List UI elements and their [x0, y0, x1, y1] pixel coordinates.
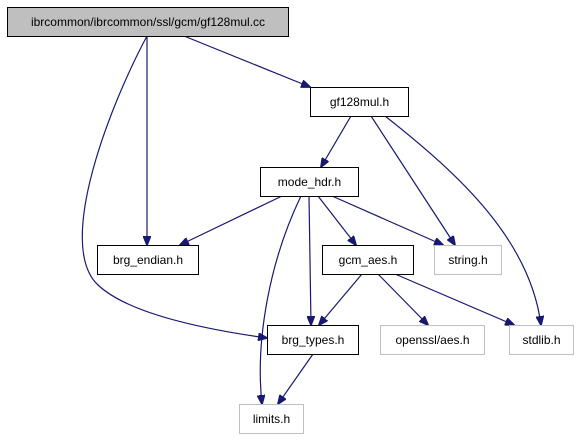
edge-mode-hdr-h-to-brg-endian-h: [180, 195, 283, 245]
edge-gf128mul-cc-to-brg-types-h: [81, 35, 267, 338]
node-label-limits-h: limits.h: [253, 412, 290, 426]
node-label-gcm-aes-h: gcm_aes.h: [339, 253, 398, 267]
edge-gcm-aes-h-to-stdlib-h: [394, 273, 514, 325]
node-mode-hdr-h[interactable]: mode_hdr.h: [260, 167, 359, 197]
edge-gf128mul-h-to-stdlib-h: [384, 115, 541, 325]
node-stdlib-h: stdlib.h: [509, 325, 574, 355]
edge-mode-hdr-h-to-limits-h: [260, 195, 302, 404]
node-limits-h: limits.h: [239, 404, 304, 434]
edge-gf128mul-h-to-mode-hdr-h: [321, 115, 352, 167]
edge-gf128mul-cc-to-gf128mul-h: [183, 35, 310, 87]
edge-gcm-aes-h-to-brg-types-h: [319, 273, 363, 325]
node-label-brg-types-h: brg_types.h: [282, 333, 345, 347]
node-brg-endian-h[interactable]: brg_endian.h: [97, 245, 199, 275]
node-label-gf128mul-h: gf128mul.h: [330, 95, 389, 109]
edge-mode-hdr-h-to-string-h: [331, 195, 443, 245]
node-label-gf128mul-cc: ibrcommon/ibrcommon/ssl/gcm/gf128mul.cc: [31, 15, 265, 29]
node-gcm-aes-h[interactable]: gcm_aes.h: [322, 245, 414, 275]
node-box-brg-types-h: [267, 325, 359, 355]
node-gf128mul-cc[interactable]: ibrcommon/ibrcommon/ssl/gcm/gf128mul.cc: [7, 7, 289, 37]
node-label-stdlib-h: stdlib.h: [522, 333, 560, 347]
node-box-stdlib-h: [509, 325, 574, 355]
node-box-gf128mul-h: [310, 87, 409, 117]
nodes-layer: ibrcommon/ibrcommon/ssl/gcm/gf128mul.cc g…: [7, 7, 574, 434]
node-box-gcm-aes-h: [322, 245, 414, 275]
node-brg-types-h[interactable]: brg_types.h: [267, 325, 359, 355]
node-box-mode-hdr-h: [260, 167, 359, 197]
node-label-openssl-aes-h: openssl/aes.h: [395, 333, 469, 347]
node-openssl-aes-h: openssl/aes.h: [380, 325, 485, 355]
edge-gcm-aes-h-to-openssl-aes-h: [377, 273, 428, 325]
node-label-string-h: string.h: [448, 253, 487, 267]
node-string-h: string.h: [434, 245, 502, 275]
edge-mode-hdr-h-to-gcm-aes-h: [317, 195, 356, 245]
node-gf128mul-h[interactable]: gf128mul.h: [310, 87, 409, 117]
node-box-limits-h: [239, 404, 304, 434]
edge-mode-hdr-h-to-brg-types-h: [309, 195, 311, 325]
node-label-mode-hdr-h: mode_hdr.h: [278, 175, 341, 189]
edges-layer: [81, 35, 541, 404]
edge-gf128mul-h-to-string-h: [370, 115, 455, 245]
node-label-brg-endian-h: brg_endian.h: [113, 253, 183, 267]
node-box-brg-endian-h: [97, 245, 199, 275]
node-box-openssl-aes-h: [380, 325, 485, 355]
edge-brg-types-h-to-limits-h: [278, 353, 314, 404]
node-box-string-h: [434, 245, 502, 275]
node-box-gf128mul-cc: [7, 7, 289, 37]
